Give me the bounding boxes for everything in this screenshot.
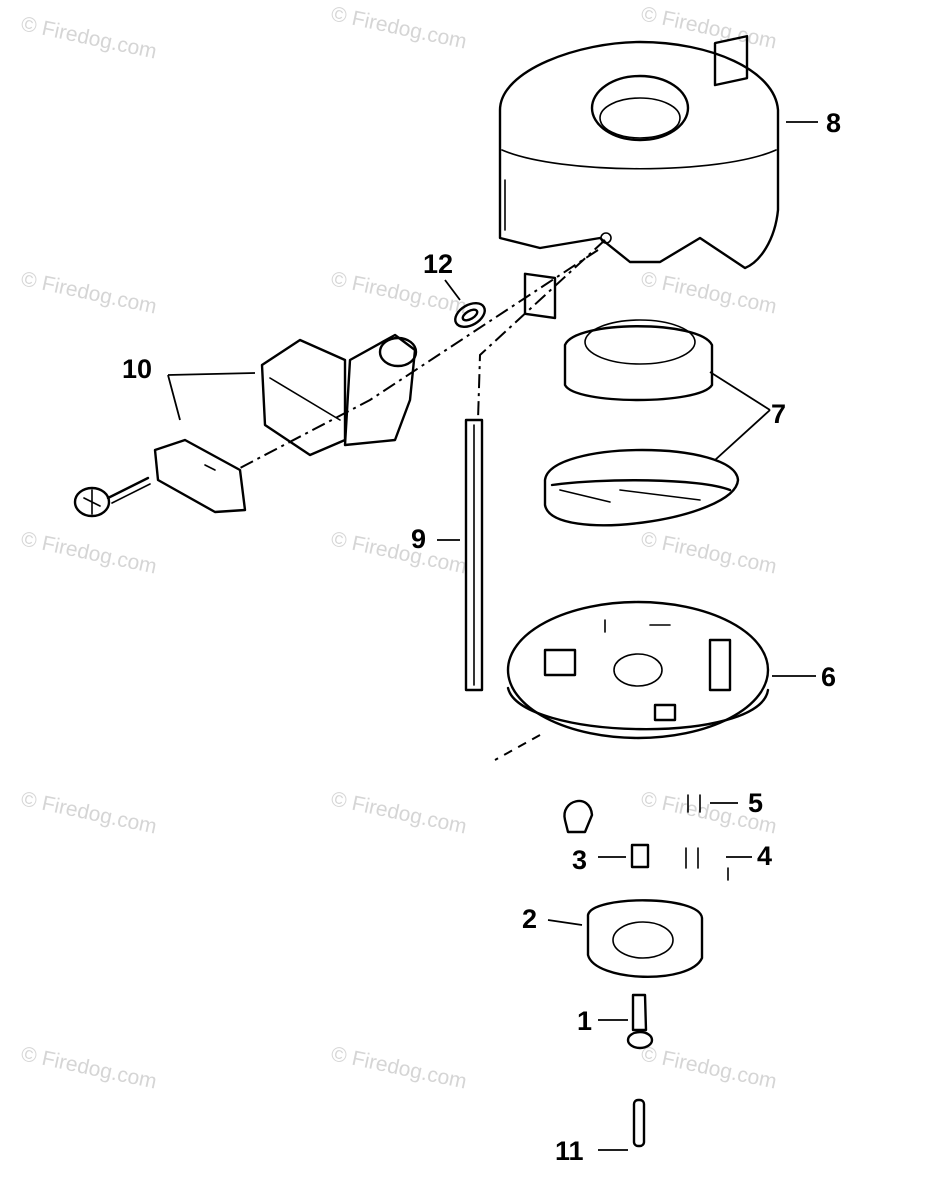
leader-7b <box>714 409 771 461</box>
watermark: © Firedog.com <box>329 1042 469 1093</box>
watermark: © Firedog.com <box>639 527 779 578</box>
part-12-clip <box>454 302 486 328</box>
callout-3: 3 <box>572 845 587 875</box>
watermark: © Firedog.com <box>639 267 779 318</box>
callout-8: 8 <box>826 108 841 138</box>
watermark: © Firedog.com <box>639 1042 779 1093</box>
callout-6: 6 <box>821 662 836 692</box>
part-screw <box>73 476 151 518</box>
part-2-pinion-cup <box>586 899 704 979</box>
part-pawl <box>563 799 594 834</box>
leader-10b <box>167 374 181 421</box>
watermark-layer: © Firedog.com © Firedog.com © Firedog.co… <box>19 2 779 1093</box>
callouts: 8 12 10 7 9 6 5 3 4 2 1 11 <box>122 108 841 1166</box>
watermark: © Firedog.com <box>19 787 159 838</box>
leader-lines <box>167 121 818 1151</box>
callout-1: 1 <box>577 1006 592 1036</box>
part-6-pulley <box>506 600 770 740</box>
part-5-pin <box>687 794 701 813</box>
watermark: © Firedog.com <box>19 12 159 63</box>
watermark: © Firedog.com <box>19 267 159 318</box>
watermark: © Firedog.com <box>329 2 469 53</box>
leader-2 <box>547 919 583 926</box>
part-1-shaft <box>626 993 654 1050</box>
callout-5: 5 <box>748 788 763 818</box>
callout-2: 2 <box>522 904 537 934</box>
watermark: © Firedog.com <box>19 1042 159 1093</box>
leader-7a <box>709 371 771 411</box>
part-4-pin <box>685 847 729 881</box>
callout-12: 12 <box>423 249 453 279</box>
callout-7: 7 <box>771 399 786 429</box>
watermark: © Firedog.com <box>19 527 159 578</box>
part-3-spring <box>630 843 650 869</box>
callout-11: 11 <box>555 1136 584 1166</box>
watermark: © Firedog.com <box>329 787 469 838</box>
leader-10a <box>167 372 256 376</box>
part-9-rope <box>464 418 484 692</box>
callout-4: 4 <box>757 841 772 871</box>
part-8-starter-housing <box>498 34 780 320</box>
callout-9: 9 <box>411 524 426 554</box>
part-10-linkage-bracket <box>153 333 418 514</box>
watermark: © Firedog.com <box>639 2 779 53</box>
part-7-rewind-spring <box>543 319 740 527</box>
leader-12 <box>444 279 461 301</box>
part-11-roll-pin <box>632 1098 646 1148</box>
watermark: © Firedog.com <box>329 527 469 578</box>
assembly-lines <box>239 239 606 761</box>
callout-10: 10 <box>122 354 152 384</box>
